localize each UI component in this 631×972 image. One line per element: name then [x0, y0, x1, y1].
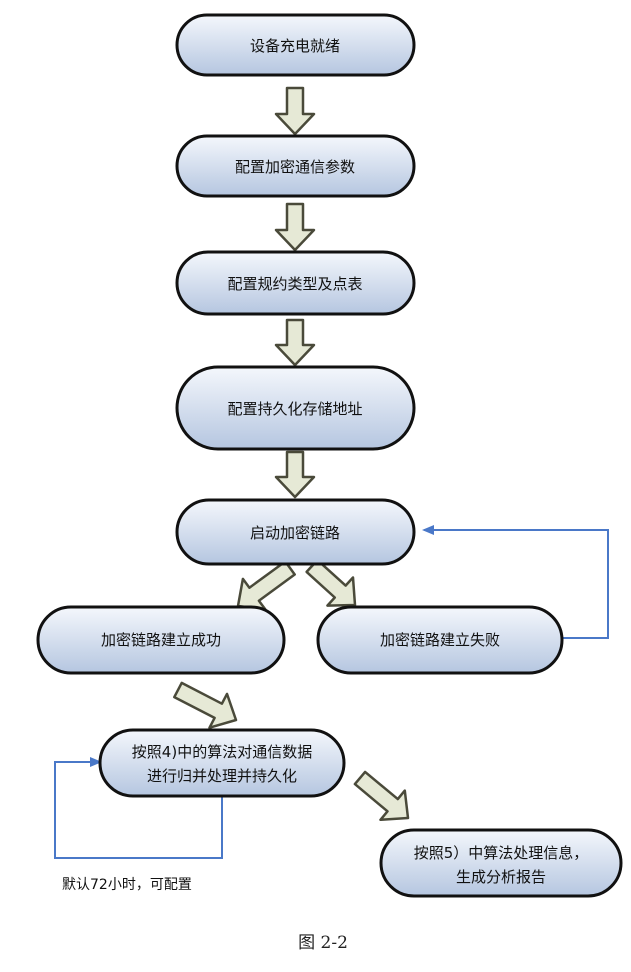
node-analysis-report-label-line2: 生成分析报告 — [456, 868, 546, 886]
arrow-encrypt-to-protocol — [274, 202, 316, 252]
node-device-ready-label: 设备充电就绪 — [250, 37, 340, 55]
node-start-encrypted-link: 启动加密链路 — [175, 498, 416, 566]
flow-arrows — [173, 86, 410, 822]
node-link-success: 加密链路建立成功 — [36, 605, 286, 675]
node-config-storage-address: 配置持久化存储地址 — [175, 365, 416, 451]
node-config-protocol-points-label: 配置规约类型及点表 — [227, 275, 362, 293]
node-merge-persist-label-line1: 按照4)中的算法对通信数据 — [132, 743, 312, 761]
arrow-merge-to-report — [353, 770, 410, 822]
node-analysis-report: 按照5）中算法处理信息， 生成分析报告 — [379, 828, 623, 898]
node-merge-persist-label-line2: 进行归并处理并持久化 — [147, 767, 297, 785]
arrow-ready-to-encrypt — [274, 86, 316, 136]
node-start-encrypted-link-label: 启动加密链路 — [250, 524, 340, 542]
arrow-success-to-merge — [173, 681, 238, 729]
node-analysis-report-label-line1: 按照5）中算法处理信息， — [414, 844, 589, 862]
node-link-failure: 加密链路建立失败 — [316, 605, 564, 675]
persist-loop-connector — [54, 757, 223, 859]
node-config-storage-address-label: 配置持久化存储地址 — [227, 400, 362, 418]
node-merge-persist: 按照4)中的算法对通信数据 进行归并处理并持久化 — [98, 728, 346, 798]
node-device-ready: 设备充电就绪 — [175, 13, 416, 77]
arrow-start-to-success — [236, 560, 296, 611]
arrow-storage-to-start — [274, 450, 316, 499]
node-link-success-label: 加密链路建立成功 — [101, 631, 221, 649]
figure-caption: 图 2-2 — [298, 933, 348, 953]
arrow-protocol-to-storage — [274, 318, 316, 367]
arrow-start-to-failure — [305, 558, 357, 607]
default-duration-note: 默认72小时，可配置 — [62, 877, 192, 893]
node-link-failure-label: 加密链路建立失败 — [380, 631, 500, 649]
node-config-encrypt-params-label: 配置加密通信参数 — [235, 158, 355, 176]
retry-loop-connector — [422, 525, 609, 639]
node-config-encrypt-params: 配置加密通信参数 — [175, 134, 416, 198]
node-config-protocol-points: 配置规约类型及点表 — [175, 250, 416, 316]
